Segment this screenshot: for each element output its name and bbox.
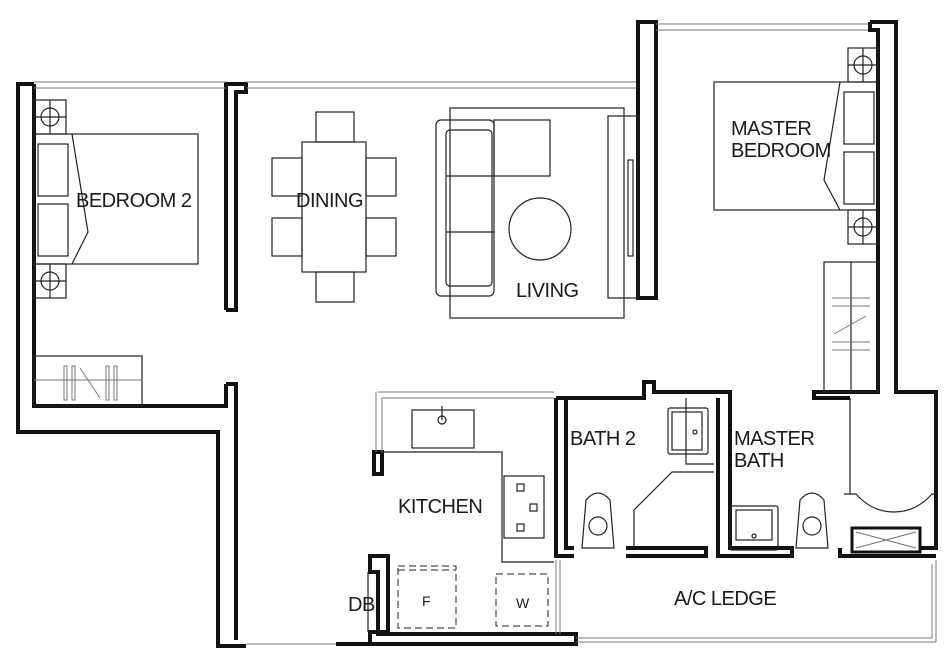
bath-fixtures xyxy=(581,398,936,554)
room-label-master-bath: MASTER BATH xyxy=(734,428,815,472)
room-label-bedroom2: BEDROOM 2 xyxy=(76,190,192,212)
room-label-living: LIVING xyxy=(516,280,579,302)
room-label-ac-ledge: A/C LEDGE xyxy=(674,588,777,610)
bedroom2-furniture xyxy=(33,99,199,407)
room-label-bath2: BATH 2 xyxy=(570,428,636,450)
master-bedroom-furniture xyxy=(713,47,879,393)
room-label-master-bedroom: MASTER BEDROOM xyxy=(731,118,831,162)
dining-table xyxy=(271,111,397,303)
room-label-kitchen: KITCHEN xyxy=(398,496,483,518)
fridge-label: F xyxy=(422,593,431,609)
walls xyxy=(16,20,938,648)
room-label-dining: DINING xyxy=(296,190,364,212)
room-label-db: DB xyxy=(348,594,375,616)
washer-label: W xyxy=(516,595,529,611)
kitchen-fixtures xyxy=(367,406,554,632)
living-furniture xyxy=(435,107,639,319)
